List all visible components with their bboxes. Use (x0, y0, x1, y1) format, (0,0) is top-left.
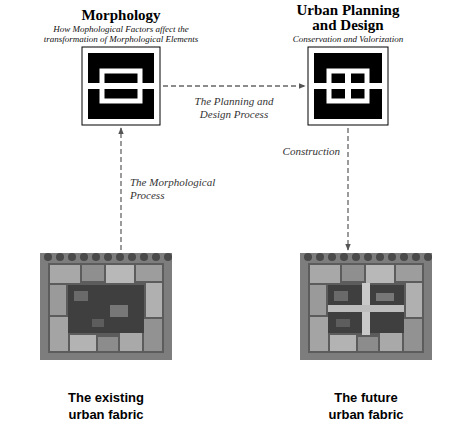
aerial-photo (40, 253, 172, 360)
node-subtitle: Conservation and Valorization (286, 35, 411, 45)
node-subtitle: How Mophological Factors affect the tran… (36, 25, 206, 45)
node-heading: The existing urban fabric (56, 390, 156, 424)
planning-icon (308, 47, 388, 125)
caption-block: Urban Planning and DesignConservation an… (286, 3, 411, 45)
photo-box: The existing urban fabric (40, 253, 172, 360)
morphology-icon (82, 47, 160, 125)
icon-box: MorphologyHow Mophological Factors affec… (82, 47, 160, 125)
caption-block: MorphologyHow Mophological Factors affec… (36, 8, 206, 45)
aerial-photo (300, 253, 432, 360)
edge-label: The Morphological Process (130, 176, 225, 202)
caption-block: The existing urban fabric (56, 390, 156, 424)
dashed-arrow (120, 128, 121, 250)
caption-block: The future urban fabric (316, 390, 416, 424)
dashed-arrow (347, 128, 348, 250)
node-heading: The future urban fabric (316, 390, 416, 424)
edge-label: The Planning and Design Process (184, 95, 284, 121)
photo-box: The future urban fabric (300, 253, 432, 360)
node-heading: Urban Planning and Design (286, 3, 411, 35)
icon-box: Urban Planning and DesignConservation an… (308, 47, 388, 125)
dashed-arrow (163, 85, 305, 86)
node-heading: Morphology (36, 8, 206, 24)
edge-label: Construction (283, 145, 340, 158)
